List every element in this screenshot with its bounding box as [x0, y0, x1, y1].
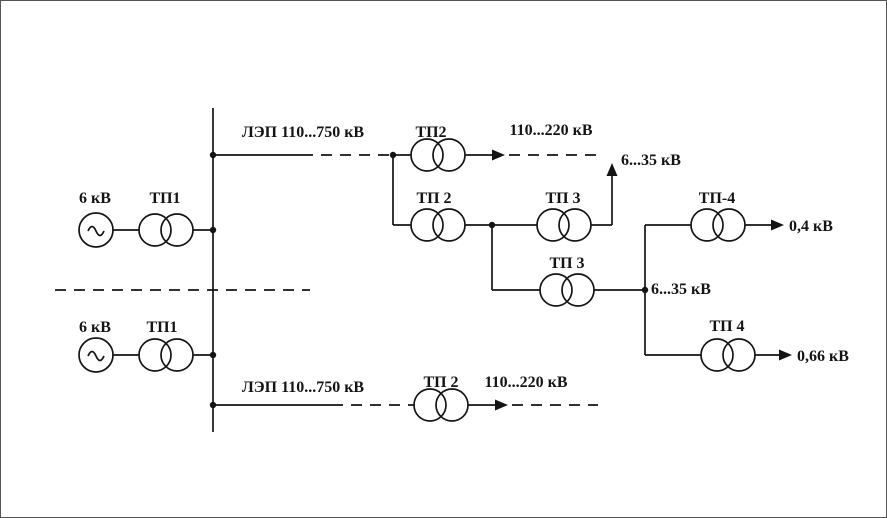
- junction-dot: [209, 351, 217, 359]
- label-tp2-top: ТП2: [415, 124, 446, 141]
- label-gen2-voltage: 6 кВ: [79, 319, 111, 336]
- transformer-tp4-bot-icon: [700, 338, 756, 372]
- label-tp3-low: ТП 3: [549, 255, 584, 272]
- label-gen2-transformer: ТП1: [146, 319, 177, 336]
- transformer-tp3-low-icon: [539, 273, 595, 307]
- label-tp2-mid: ТП 2: [416, 190, 451, 207]
- transformer-tp1-bot-icon: [138, 338, 194, 372]
- transformer-tp2-bot-icon: [413, 388, 469, 422]
- generator-1-icon: [78, 212, 114, 248]
- transformer-tp4-top-icon: [690, 208, 746, 242]
- label-tp2-bot: ТП 2: [423, 374, 458, 391]
- label-out-top: 110...220 кВ: [509, 122, 592, 139]
- generator-2-icon: [78, 337, 114, 373]
- transformer-tp2-mid-icon: [410, 208, 466, 242]
- label-tp4-top: ТП-4: [699, 190, 735, 207]
- label-lep-bot: ЛЭП 110...750 кВ: [242, 379, 365, 396]
- arrow-right-bottom-icon: [495, 399, 508, 411]
- arrow-up-635-icon: [606, 163, 618, 176]
- arrow-right-04-icon: [771, 219, 784, 231]
- label-bus2-635: 6...35 кВ: [651, 281, 711, 298]
- label-tp4-bot: ТП 4: [709, 318, 744, 335]
- label-tp3-mid: ТП 3: [545, 190, 580, 207]
- transformer-tp1-top-icon: [138, 213, 194, 247]
- arrow-right-top-icon: [492, 149, 505, 161]
- label-gen1-transformer: ТП1: [149, 190, 180, 207]
- junction-dot: [209, 226, 217, 234]
- transformer-tp2-top-icon: [410, 138, 466, 172]
- label-out-04: 0,4 кВ: [789, 218, 833, 235]
- label-lep-top: ЛЭП 110...750 кВ: [242, 124, 365, 141]
- label-out-066: 0,66 кВ: [797, 348, 849, 365]
- arrow-right-066-icon: [779, 349, 792, 361]
- transformer-tp3-mid-icon: [536, 208, 592, 242]
- label-out-635-top: 6...35 кВ: [621, 152, 681, 169]
- label-out-bot: 110...220 кВ: [484, 374, 567, 391]
- label-gen1-voltage: 6 кВ: [79, 190, 111, 207]
